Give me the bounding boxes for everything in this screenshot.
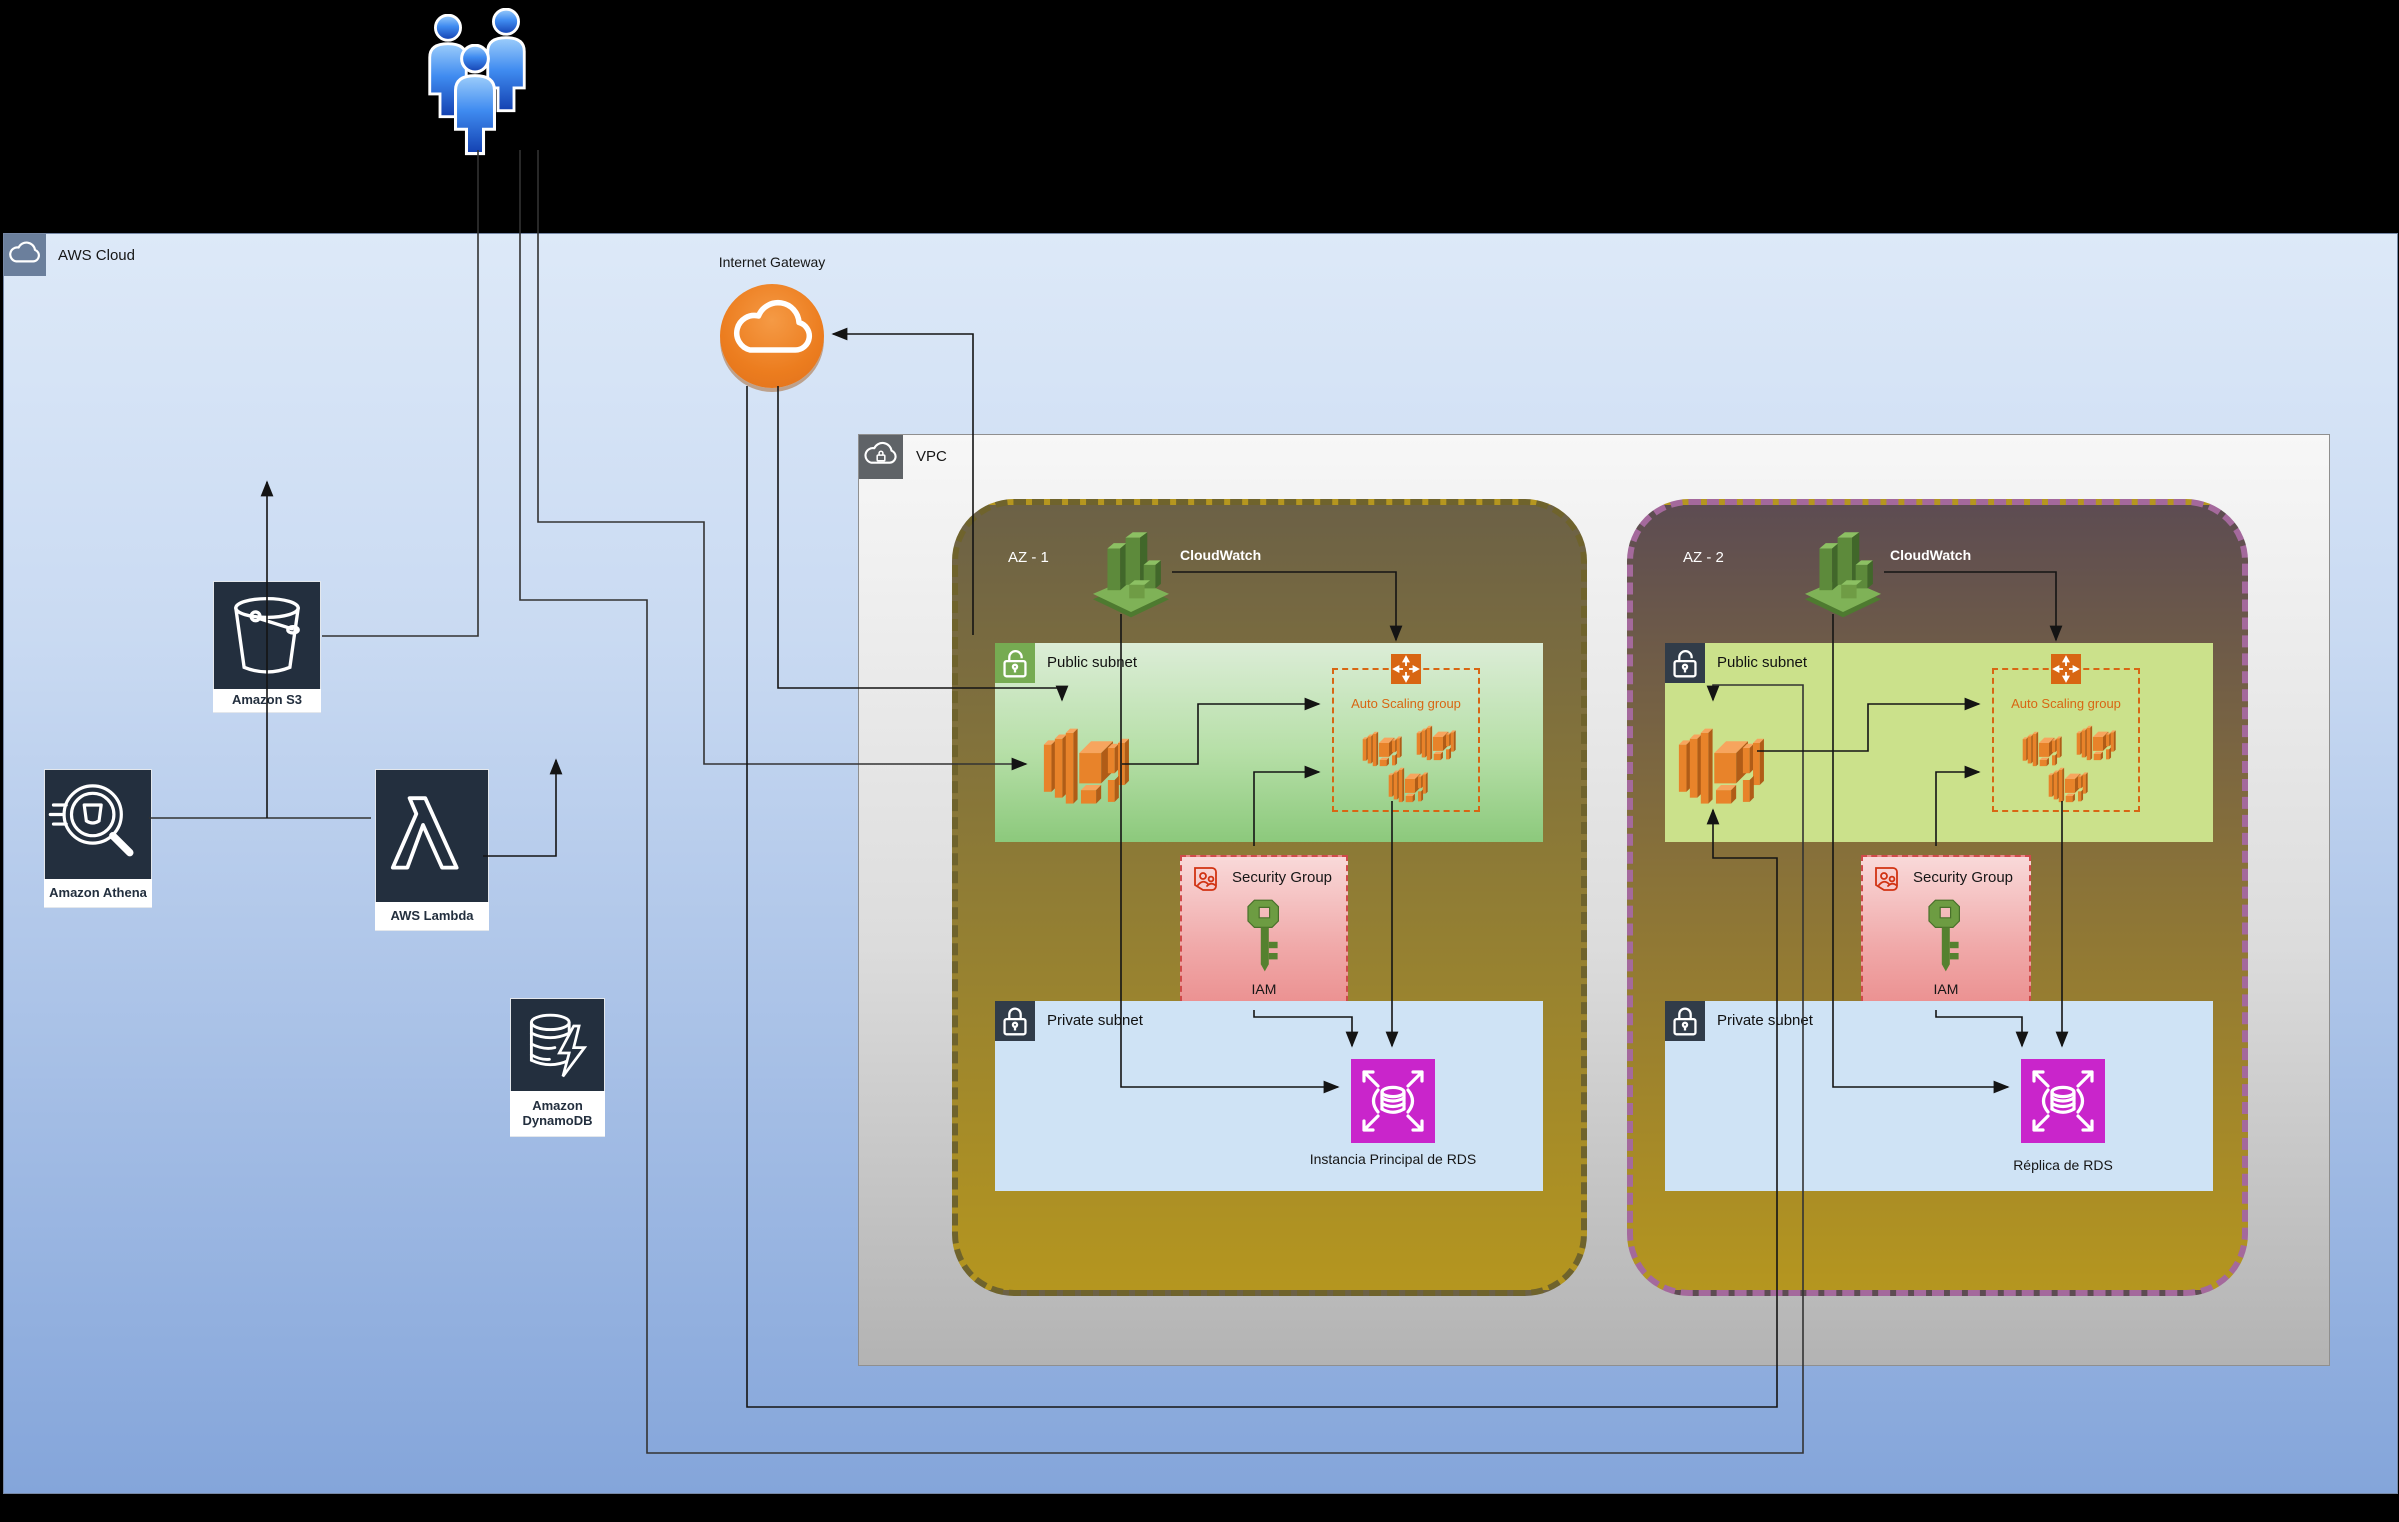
iam-label: IAM [1251,981,1277,997]
ec2-mini-icon [1386,762,1430,806]
ec2-mini-icon [2046,762,2090,806]
az2-container[interactable]: AZ - 2 CloudWatch Public subnet Auto Sca… [1627,499,2248,1296]
security-group-az2[interactable]: Security Group IAM [1861,855,2031,1022]
dynamodb-node[interactable]: Amazon DynamoDB [510,998,605,1137]
aws-cloud-label: AWS Cloud [58,247,135,264]
database-bolt-icon [511,999,604,1089]
vpc-icon [859,435,903,479]
athena-label: Amazon Athena [44,879,152,907]
athena-node[interactable]: Amazon Athena [44,769,152,908]
ec2-mini-icon [1414,720,1458,764]
s3-node[interactable]: Amazon S3 [213,581,321,713]
private-subnet-label: Private subnet [1047,1012,1143,1029]
aws-cloud-icon [4,234,46,276]
rds-replica-node[interactable] [2021,1059,2105,1143]
public-subnet-label: Public subnet [1717,654,1808,671]
public-subnet-az2[interactable]: Public subnet Auto Scaling group [1665,643,2213,842]
autoscaling-group-az2[interactable]: Auto Scaling group [1992,654,2140,812]
bucket-icon [214,582,320,686]
cloudwatch-label: CloudWatch [1180,547,1262,563]
internet-gateway-node[interactable] [720,284,824,388]
ec2-node-az1[interactable] [1042,716,1130,812]
key-icon [1917,897,1973,977]
autoscaling-icon [1391,654,1421,684]
closed-padlock-icon [995,1001,1035,1041]
key-icon [1236,897,1292,977]
ec2-mini-icon [2074,720,2118,764]
open-padlock-icon [1665,643,1705,683]
public-subnet-label: Public subnet [1047,654,1138,671]
ec2-node-az2[interactable] [1677,716,1765,812]
cloud-icon [734,300,813,353]
rds-primary-node[interactable] [1351,1059,1435,1143]
dynamodb-label: Amazon DynamoDB [510,1091,605,1136]
s3-label: Amazon S3 [213,689,321,712]
iam-label: IAM [1933,981,1959,997]
lambda-node[interactable]: AWS Lambda [375,769,489,931]
security-group-title: Security Group [1231,869,1333,886]
security-group-title: Security Group [1912,869,2014,886]
database-scale-icon [1351,1059,1435,1143]
open-padlock-icon [995,643,1035,683]
autoscaling-label: Auto Scaling group [1351,696,1461,711]
rds-replica-label: Réplica de RDS [2013,1157,2113,1173]
cloudwatch-icon [1797,525,1889,621]
cloudwatch-label: CloudWatch [1890,547,1972,563]
security-group-az1[interactable]: Security Group IAM [1180,855,1348,1022]
iam-users-icon [1192,865,1220,893]
private-subnet-az1[interactable]: Private subnet Instancia Principal de RD… [995,1001,1543,1191]
public-subnet-az1[interactable]: Public subnet Auto Scaling group [995,643,1543,842]
autoscaling-group-az1[interactable]: Auto Scaling group [1332,654,1480,812]
rds-primary-label: Instancia Principal de RDS [1309,1151,1477,1167]
database-scale-icon [2021,1059,2105,1143]
users-icon[interactable] [423,8,543,158]
closed-padlock-icon [1665,1001,1705,1041]
az2-label: AZ - 2 [1683,549,1724,566]
lambda-icon [376,770,488,898]
cloudwatch-icon [1085,525,1177,621]
lambda-label: AWS Lambda [375,902,489,930]
private-subnet-label: Private subnet [1717,1012,1813,1029]
az1-container[interactable]: AZ - 1 CloudWatch Public subnet Auto Sca… [952,499,1587,1296]
autoscaling-label: Auto Scaling group [2011,696,2121,711]
magnifier-icon [45,770,151,876]
iam-users-icon [1873,865,1901,893]
autoscaling-icon [2051,654,2081,684]
internet-gateway-label: Internet Gateway [718,254,826,270]
vpc-container[interactable]: VPC AZ - 1 CloudWatch Public subnet [858,434,2330,1366]
private-subnet-az2[interactable]: Private subnet Réplica de RDS [1665,1001,2213,1191]
az1-label: AZ - 1 [1008,549,1049,566]
aws-cloud-container[interactable]: AWS Cloud Internet Gateway Amazon S3 Ama… [3,233,2398,1494]
vpc-label: VPC [916,448,947,465]
